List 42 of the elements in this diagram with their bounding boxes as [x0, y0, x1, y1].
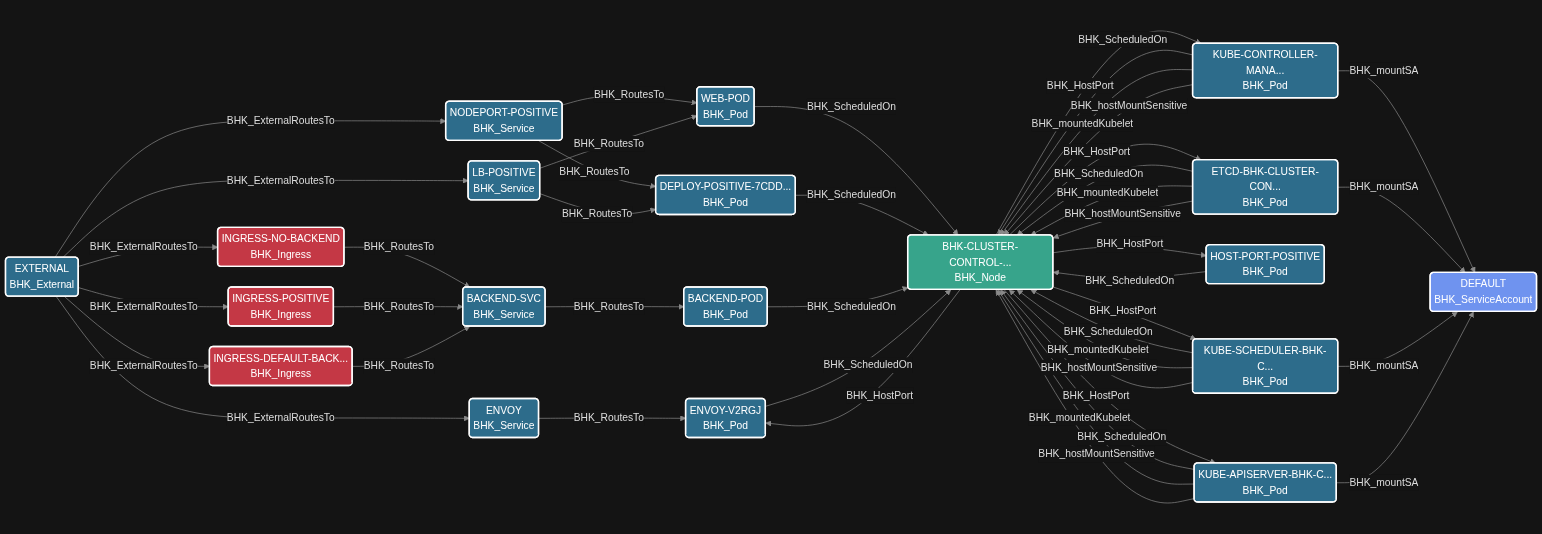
edge-label: BHK_RoutesTo [573, 300, 644, 312]
edge-label: BHK_HostPort [1089, 303, 1157, 316]
edge-label: BHK_RoutesTo [561, 207, 633, 220]
edge-label: BHK_RoutesTo [363, 359, 434, 372]
edge-label: BHK_HostPort [846, 389, 914, 401]
edge-label: BHK_mountSA [1349, 476, 1419, 488]
edge-label: BHK_hostMountSensitive [1040, 361, 1158, 373]
edge-label: BHK_ScheduledOn [1077, 430, 1167, 443]
edge-label: BHK_hostMountSensitive [1038, 447, 1155, 460]
edge-label: BHK_RoutesTo [363, 300, 434, 312]
edge-label: BHK_hostMountSensitive [1070, 99, 1188, 111]
edge-label: BHK_ScheduledOn [1078, 32, 1168, 45]
edge-label: BHK_HostPort [1096, 237, 1164, 250]
edge-label: BHK_HostPort [1046, 79, 1114, 91]
edge-label: BHK_ExternalRoutesTo [226, 174, 335, 186]
edge-label: BHK_HostPort [1063, 145, 1131, 157]
edge-label: BHK_ScheduledOn [1085, 274, 1175, 286]
edge-label: BHK_mountedKubelet [1031, 117, 1134, 129]
edge-label: BHK_mountedKubelet [1028, 411, 1131, 423]
edge-label: BHK_ScheduledOn [806, 99, 897, 112]
edge-label: BHK_RoutesTo [363, 240, 434, 253]
edge-label: BHK_ScheduledOn [823, 358, 913, 371]
edge-label: BHK_ExternalRoutesTo [89, 240, 198, 253]
edge-label: BHK_mountSA [1349, 180, 1419, 193]
edge-label: BHK_ExternalRoutesTo [89, 359, 198, 372]
edge-label: BHK_RoutesTo [573, 137, 644, 149]
edge-label: BHK_RoutesTo [593, 87, 665, 100]
edge-label: BHK_mountedKubelet [1056, 186, 1159, 199]
edge-label: BHK_mountedKubelet [1047, 343, 1149, 356]
edge-label: BHK_ExternalRoutesTo [226, 411, 335, 424]
edge-label: BHK_ScheduledOn [1063, 325, 1153, 337]
edge-label: BHK_mountSA [1349, 359, 1419, 372]
edge-label: BHK_ScheduledOn [806, 188, 897, 201]
edge-label: BHK_hostMountSensitive [1064, 207, 1181, 220]
edge-label: BHK_mountSA [1349, 64, 1419, 76]
edge-label: BHK_RoutesTo [559, 165, 630, 178]
edge-label: BHK_ScheduledOn [806, 300, 897, 312]
edge-label: BHK_ExternalRoutesTo [226, 114, 335, 127]
edge-label: BHK_ExternalRoutesTo [89, 300, 198, 312]
edge-label: BHK_RoutesTo [573, 411, 644, 424]
edge-label: BHK_HostPort [1062, 389, 1130, 402]
edge-label: BHK_ScheduledOn [1054, 167, 1144, 180]
